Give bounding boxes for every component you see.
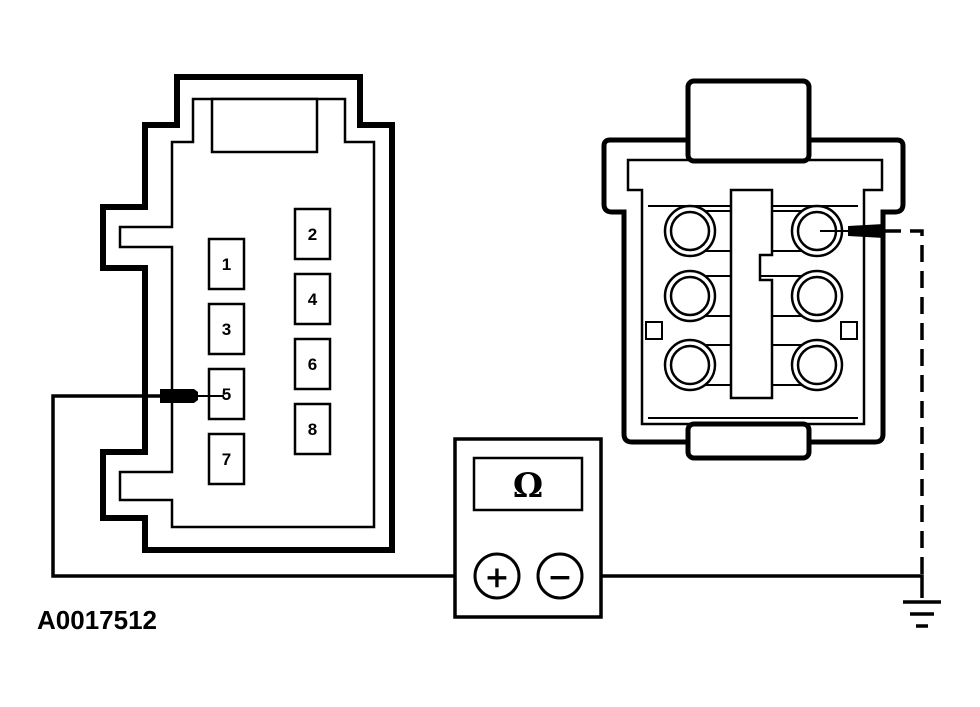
terminal-contact bbox=[669, 210, 711, 252]
probe-jumper-body bbox=[848, 224, 884, 238]
terminal-layer bbox=[663, 204, 844, 392]
right-connector-side-slot-right bbox=[840, 321, 858, 340]
pin-cavity-1 bbox=[207, 237, 246, 291]
ground-icon bbox=[903, 600, 941, 628]
pin-label-3: 3 bbox=[222, 320, 231, 339]
pin-cavity-5 bbox=[207, 367, 246, 421]
probe-jumper bbox=[820, 224, 884, 238]
terminal-contact bbox=[669, 344, 711, 386]
ohm-symbol: Ω bbox=[513, 466, 543, 506]
positive-lead-wire bbox=[51, 394, 474, 578]
pin-label-6: 6 bbox=[308, 355, 317, 374]
negative-terminal bbox=[536, 552, 584, 600]
ground-jumper-dashed bbox=[884, 229, 924, 576]
pin-cavity-6 bbox=[293, 337, 332, 391]
negative-terminal-symbol: − bbox=[547, 560, 572, 595]
negative-lead-wire bbox=[580, 574, 924, 598]
ohmmeter-display bbox=[472, 456, 584, 512]
pin-cavity-3 bbox=[207, 302, 246, 356]
positive-terminal bbox=[473, 552, 521, 600]
pin-label-7: 7 bbox=[222, 450, 231, 469]
pin-cavity-2 bbox=[293, 207, 332, 261]
terminal-contact bbox=[796, 275, 838, 317]
right-connector-side-slot-left bbox=[645, 321, 663, 340]
left-connector-latch bbox=[210, 97, 319, 154]
pin-label-2: 2 bbox=[308, 225, 317, 244]
right-connector-top-tab bbox=[685, 78, 812, 164]
terminal-contact bbox=[796, 344, 838, 386]
probe-positive bbox=[160, 389, 224, 403]
probe-positive-body bbox=[160, 389, 198, 403]
pin-label-5: 5 bbox=[222, 385, 231, 404]
figure-id: A0017512 bbox=[37, 605, 157, 635]
terminal-contact bbox=[669, 275, 711, 317]
left-connector-inner-outline bbox=[118, 97, 376, 529]
pin-cavity-4 bbox=[293, 272, 332, 326]
right-connector-inner-outline bbox=[626, 158, 884, 426]
pin-cavity-8 bbox=[293, 402, 332, 456]
ohmmeter: Ω + − bbox=[453, 437, 603, 619]
pin-layer: 1 2 3 4 5 6 7 8 bbox=[207, 207, 332, 486]
left-connector-outer-shell bbox=[100, 74, 395, 553]
right-connector-bottom-tab bbox=[685, 421, 812, 461]
right-connector bbox=[601, 78, 906, 461]
pin-label-4: 4 bbox=[308, 290, 318, 309]
test-leads bbox=[51, 229, 924, 598]
pin-cavity-7 bbox=[207, 432, 246, 486]
right-connector-center-key bbox=[729, 188, 774, 400]
positive-terminal-symbol: + bbox=[484, 560, 509, 595]
left-connector: 1 2 3 4 5 6 7 8 bbox=[100, 74, 395, 553]
pin-label-8: 8 bbox=[308, 420, 317, 439]
pin-label-1: 1 bbox=[222, 255, 231, 274]
